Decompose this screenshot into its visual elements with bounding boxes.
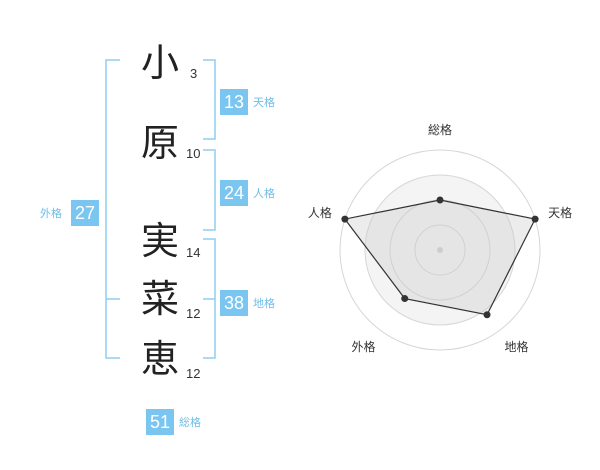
- radar-point-1: [436, 196, 444, 204]
- radar-ring-1: [414, 224, 466, 276]
- chikaku-label: 地格: [253, 297, 275, 310]
- radar-point-2: [531, 215, 539, 223]
- radar-center-dot: [437, 247, 443, 253]
- name-char-4: 菜: [141, 277, 180, 321]
- jinkaku-label: 人格: [253, 187, 275, 200]
- name-char-1: 小: [141, 41, 180, 85]
- gaikaku-bracket: [105, 59, 120, 359]
- radar-axis-label-4: 外格: [351, 339, 375, 354]
- soukaku-label: 総格: [179, 416, 201, 429]
- stroke-count-1: 3: [190, 66, 198, 81]
- jinkaku-value-badge: 24: [220, 180, 248, 206]
- name-char-2: 原: [141, 121, 180, 165]
- radar-point-5: [341, 215, 349, 223]
- radar-axis-label-3: 地格: [505, 339, 529, 354]
- radar-axis-label-5: 人格: [308, 205, 332, 220]
- radar-ring-4: [339, 149, 541, 351]
- jinkaku-bracket: [203, 149, 216, 231]
- radar-axis-label-2: 天格: [548, 205, 572, 220]
- chikaku-value-badge: 38: [220, 290, 248, 316]
- stroke-count-5: 12: [186, 366, 201, 381]
- stroke-count-3: 14: [186, 245, 201, 260]
- gaikaku-label: 外格: [40, 207, 62, 220]
- name-char-5: 恵: [141, 337, 180, 381]
- tenkaku-bracket: [203, 59, 216, 140]
- radar-points: [341, 196, 539, 319]
- radar-point-3: [483, 311, 491, 319]
- radar-data-shape: [343, 199, 536, 316]
- gaikaku-value-badge: 27: [71, 200, 99, 226]
- radar-ring-3: [364, 174, 516, 326]
- stroke-count-2: 10: [186, 146, 201, 161]
- stroke-count-4: 12: [186, 306, 201, 321]
- tenkaku-value-badge: 13: [220, 89, 248, 115]
- radar-point-4: [401, 295, 409, 303]
- name-char-3: 実: [141, 219, 180, 263]
- soukaku-value-badge: 51: [146, 409, 174, 435]
- radar-axis-label-1: 総格: [428, 122, 452, 137]
- tenkaku-label: 天格: [253, 96, 275, 109]
